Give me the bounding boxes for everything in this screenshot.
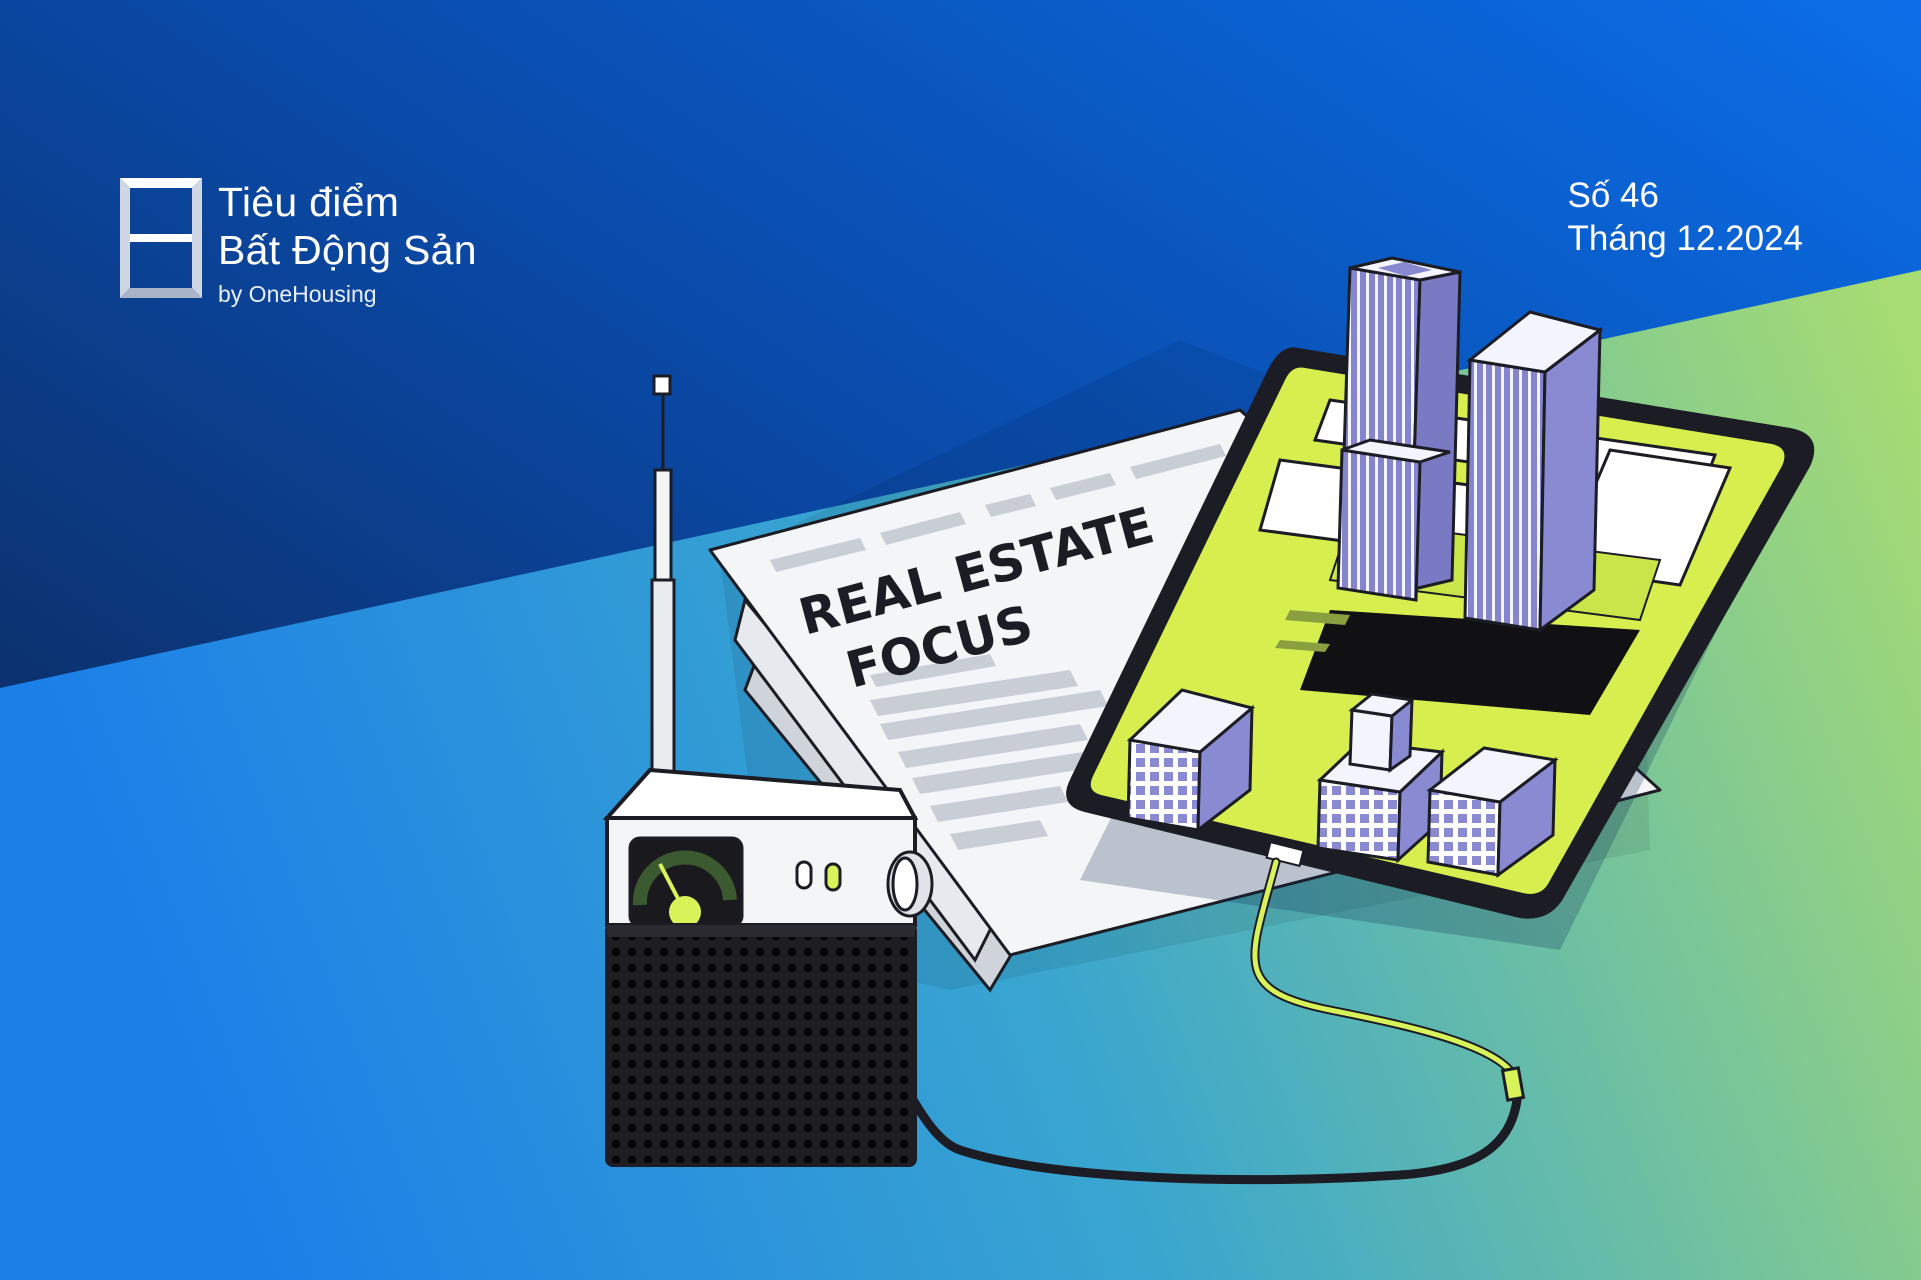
issue-date: Tháng 12.2024 [1567, 219, 1803, 258]
bracket-8-logo-icon [120, 178, 202, 298]
radio-icon [602, 374, 934, 1167]
brand-title-line1: Tiêu điểm [218, 179, 400, 225]
brand-header: Tiêu điểm Bất Động Sản by OneHousing [120, 178, 477, 307]
issue-number: Số 46 [1567, 176, 1659, 215]
brand-title-line2: Bất Động Sản [218, 227, 477, 273]
skyscraper-icon [1126, 256, 1604, 879]
brand-text: Tiêu điểm Bất Động Sản by OneHousing [218, 178, 477, 308]
brand-byline: by OneHousing [218, 281, 377, 307]
issue-info: Số 46 Tháng 12.2024 [1568, 174, 1803, 260]
